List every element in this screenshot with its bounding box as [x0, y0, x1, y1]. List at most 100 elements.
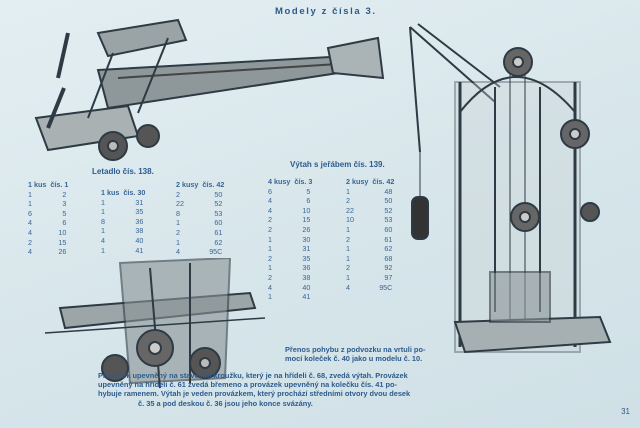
parts-number: 2	[62, 189, 67, 199]
parts-quantity: 1	[346, 244, 350, 254]
parts-row: 2 50	[346, 196, 398, 206]
parts-number: 26	[58, 247, 67, 257]
parts-quantity: 4	[268, 282, 272, 292]
parts-number: 40	[135, 235, 144, 245]
parts-number: 95C	[379, 282, 393, 292]
parts-quantity: 4	[176, 247, 180, 257]
parts-quantity: 22	[176, 199, 184, 209]
parts-number: 6	[62, 218, 67, 228]
parts-quantity: 2	[268, 224, 272, 234]
parts-quantity: 6	[28, 208, 32, 218]
description-line: č. 35 a pod deskou č. 36 jsou jeho konce…	[138, 398, 313, 408]
parts-header-cell: 4 kusy	[268, 177, 291, 186]
parts-number: 52	[214, 199, 223, 209]
parts-row: 2 35	[268, 254, 316, 264]
parts-quantity: 2	[268, 215, 272, 225]
parts-quantity: 1	[268, 244, 272, 254]
parts-number: 62	[384, 244, 393, 254]
parts-number: 10	[302, 205, 311, 215]
parts-quantity: 2	[176, 227, 180, 237]
parts-number: 5	[62, 208, 67, 218]
parts-quantity: 1	[268, 234, 272, 244]
parts-quantity: 1	[268, 263, 272, 273]
parts-number: 40	[302, 282, 311, 292]
parts-quantity: 2	[268, 253, 272, 263]
parts-number: 97	[384, 272, 393, 282]
parts-number: 61	[214, 227, 223, 237]
model-title-letadlo: Letadlo čís. 138.	[92, 167, 154, 176]
parts-quantity: 1	[346, 272, 350, 282]
parts-quantity: 2	[28, 237, 32, 247]
parts-header-cell: čís. 1	[50, 180, 69, 189]
parts-quantity: 2	[346, 196, 350, 206]
parts-number: 3	[62, 199, 67, 209]
page-header: Modely z čísla 3.	[275, 6, 377, 17]
parts-row: 4 26	[28, 247, 72, 257]
parts-header-cell: čís. 42	[372, 177, 395, 186]
parts-quantity: 1	[101, 226, 105, 236]
parts-quantity: 4	[28, 218, 32, 228]
elevator-crane-illustration	[409, 23, 612, 354]
parts-header-cell: čís. 3	[294, 177, 313, 186]
parts-quantity: 4	[268, 205, 272, 215]
parts-row: 1 38	[101, 226, 149, 236]
transfer-note-line: mocí koleček č. 40 jako u modelu č. 10.	[285, 354, 423, 364]
parts-row: 1 62	[346, 244, 398, 254]
parts-number: 50	[384, 196, 393, 206]
parts-number: 92	[384, 263, 393, 273]
parts-number: 60	[214, 218, 223, 228]
parts-quantity: 10	[346, 215, 354, 225]
parts-number: 41	[135, 245, 144, 255]
parts-number: 38	[135, 226, 144, 236]
description-line: upevněný na hřídeli č. 61 zvedá břemeno …	[98, 380, 398, 390]
parts-row: 8 36	[101, 217, 149, 227]
parts-quantity: 1	[28, 199, 32, 209]
parts-number: 31	[302, 244, 311, 254]
parts-number: 62	[214, 237, 223, 247]
parts-row: 22 52	[176, 199, 228, 209]
parts-header-cell: 1 kus	[28, 180, 47, 189]
parts-number: 53	[214, 208, 223, 218]
parts-number: 35	[302, 253, 311, 263]
transfer-note-line: Přenos pohybu z podvozku na vrtuli po-	[285, 345, 426, 354]
parts-row: 4 40	[268, 283, 316, 293]
model-title-vytah: Výtah s jeřábem čís. 139.	[290, 160, 385, 169]
parts-quantity: 8	[101, 216, 105, 226]
description-line: Provázek upevněný na stavěcím kroužku, k…	[98, 371, 408, 380]
page-number: 31	[621, 407, 630, 416]
parts-quantity: 4	[28, 247, 32, 257]
parts-quantity: 4	[346, 282, 350, 292]
parts-row: 4 10	[268, 206, 316, 216]
parts-number: 48	[384, 186, 393, 196]
parts-row: 4 95C	[346, 283, 398, 293]
description-note: Provázek upevněný na stavěcím kroužku, k…	[98, 371, 618, 408]
parts-quantity: 6	[268, 186, 272, 196]
airplane-illustration	[34, 18, 385, 161]
parts-number: 38	[302, 272, 311, 282]
parts-header-cell: 2 kusy	[346, 177, 369, 186]
parts-number: 36	[135, 216, 144, 226]
description-line: hybuje ramenem. Výtah je veden provázkem…	[98, 389, 411, 399]
parts-quantity: 2	[346, 263, 350, 273]
parts-quantity: 22	[346, 205, 354, 215]
